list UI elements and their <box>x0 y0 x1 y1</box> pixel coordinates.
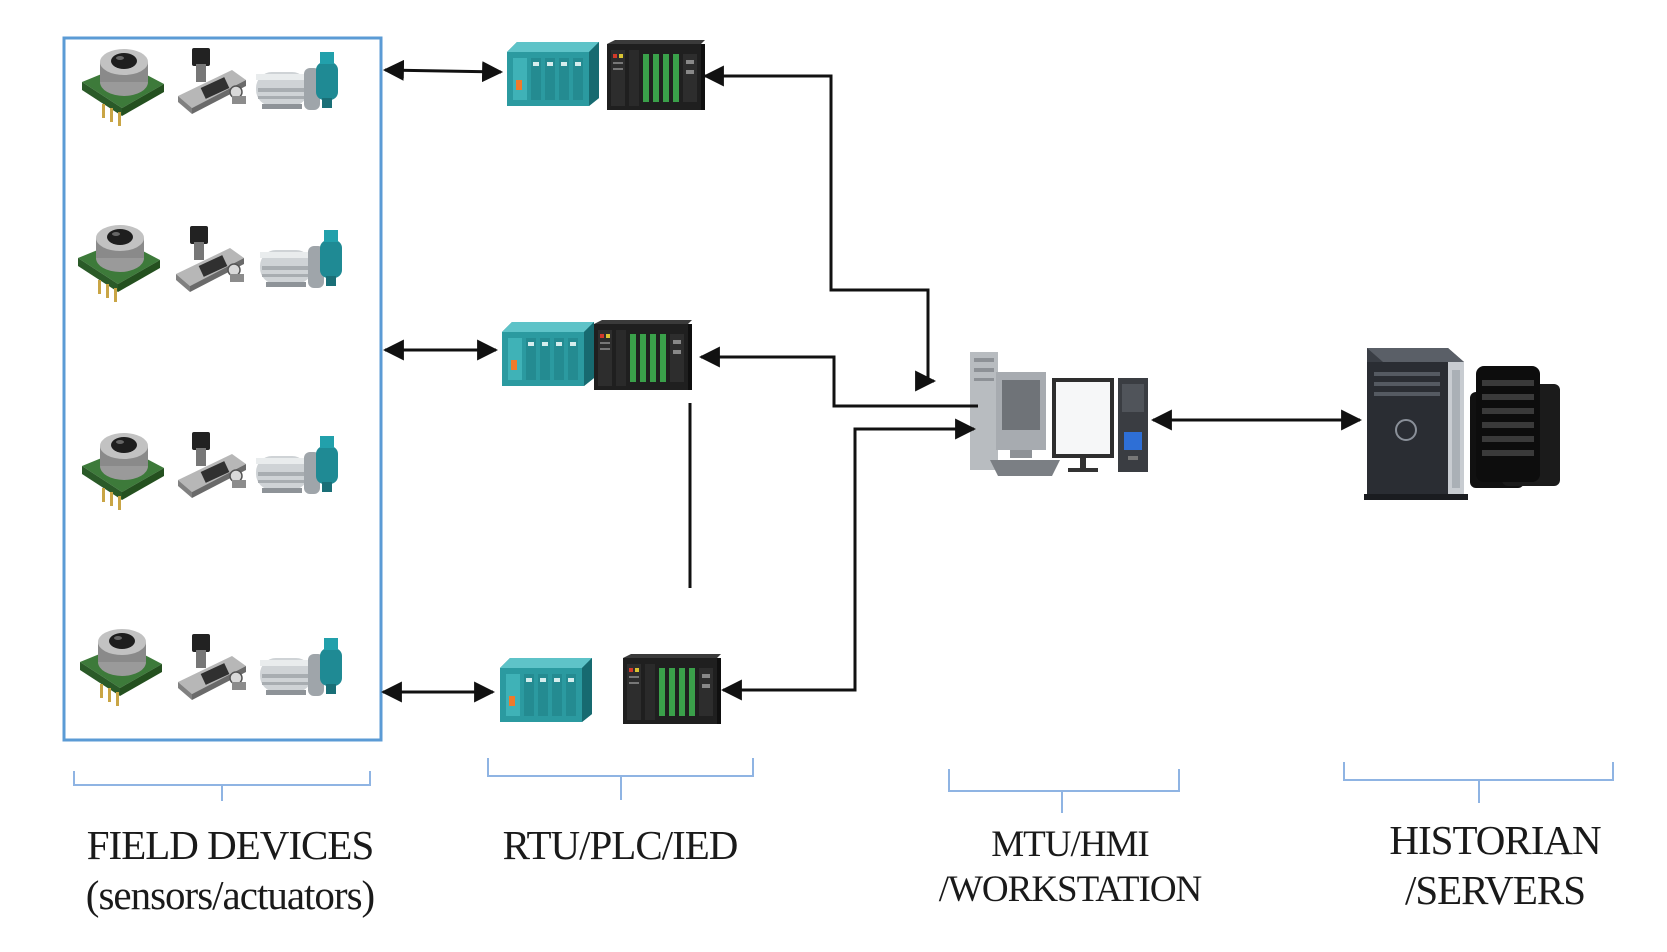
plc-rack-icon <box>502 322 594 386</box>
field-device-row-4 <box>80 629 342 706</box>
connector-controller-1-to-workstation <box>702 65 937 392</box>
storage-array-icon <box>1470 366 1560 488</box>
pump-icon <box>256 52 338 110</box>
field-device-row-3 <box>82 431 338 510</box>
pump-icon <box>260 638 342 696</box>
mtu-hmi-line1: MTU/HMI <box>991 824 1149 865</box>
mtu-hmi-workstation-label: MTU/HMI /WORKSTATION <box>905 822 1235 912</box>
pressure-sensor-icon <box>80 629 162 706</box>
mtu-hmi-bracket <box>948 769 1180 813</box>
historian-bracket <box>1343 762 1614 803</box>
rtu-module-icon <box>607 40 705 110</box>
field-device-row-1 <box>82 47 338 126</box>
pressure-sensor-icon <box>78 225 160 302</box>
field-device-row-2 <box>78 225 342 302</box>
workstation-icon <box>970 352 1148 476</box>
pump-icon <box>260 230 342 288</box>
historian-line2: /SERVERS <box>1404 867 1586 914</box>
pump-icon <box>256 436 338 494</box>
controller-group-1 <box>507 40 705 110</box>
connector-controller-2-to-workstation <box>698 346 978 408</box>
plc-rack-icon <box>500 658 592 722</box>
valve-actuator-icon <box>177 47 247 115</box>
controller-group-2 <box>502 320 692 390</box>
historian-servers-label: HISTORIAN /SERVERS <box>1330 815 1660 915</box>
pressure-sensor-icon <box>82 49 164 126</box>
field-devices-label: FIELD DEVICES (sensors/actuators) <box>30 820 430 920</box>
tower-server-icon <box>1364 348 1468 500</box>
connector-controller-3-to-workstation <box>720 418 977 701</box>
controller-group-3 <box>500 654 721 724</box>
pressure-sensor-icon <box>82 433 164 510</box>
valve-actuator-icon <box>177 633 247 701</box>
field-devices-subtitle: (sensors/actuators) <box>85 872 375 919</box>
historian-line1: HISTORIAN <box>1389 817 1601 863</box>
rtu-module-icon <box>623 654 721 724</box>
valve-actuator-icon <box>177 431 247 499</box>
connector-field-to-controller-1 <box>382 59 504 83</box>
field-devices-title: FIELD DEVICES <box>86 822 375 868</box>
rtu-plc-ied-title: RTU/PLC/IED <box>502 822 739 868</box>
mtu-hmi-line2: /WORKSTATION <box>938 869 1203 911</box>
field-devices-bracket <box>73 771 371 801</box>
rtu-plc-ied-bracket <box>487 758 754 800</box>
field-devices-frame <box>62 36 383 742</box>
valve-actuator-icon <box>175 225 245 293</box>
rtu-plc-ied-label: RTU/PLC/IED <box>455 820 785 870</box>
plc-rack-icon <box>507 42 599 106</box>
rtu-module-icon <box>594 320 692 390</box>
